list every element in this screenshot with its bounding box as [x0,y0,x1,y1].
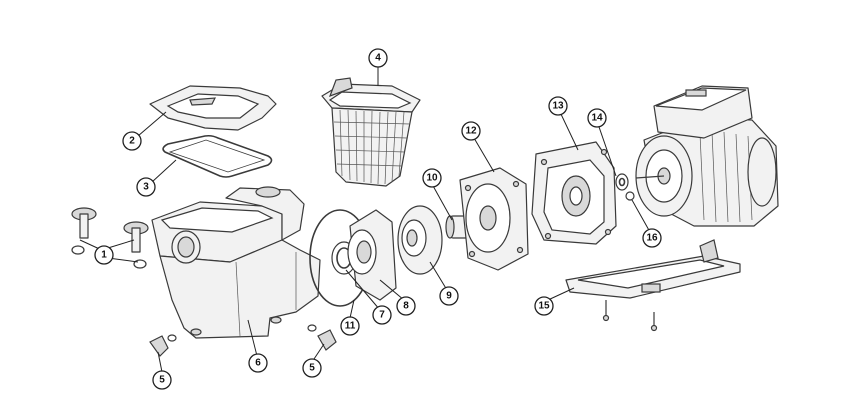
basket-mesh [333,109,411,185]
callout-label: 10 [426,173,438,184]
lid-o-ring [162,134,273,178]
callout-3: 3 [136,177,156,197]
callout-label: 5 [309,363,315,374]
strainer-cover-lid [149,85,277,131]
callout-4: 4 [368,48,388,68]
callout-2: 2 [122,131,142,151]
motor-washer [625,191,635,201]
strainer-basket [321,77,421,187]
callout-label: 3 [143,182,149,193]
callout-1: 1 [94,245,114,265]
motor-adapter [531,141,617,245]
callout-label: 9 [446,291,452,302]
callout-label: 1 [101,250,107,261]
pump-motor [635,85,779,227]
leader-lines [79,66,651,373]
callout-7: 7 [372,305,392,325]
callout-9: 9 [439,286,459,306]
impeller [397,205,443,275]
callout-5-right: 5 [302,358,322,378]
callout-label: 16 [646,233,658,244]
callout-label: 5 [159,375,165,386]
callout-5-left: 5 [152,370,172,390]
diffuser [347,209,397,301]
callout-label: 14 [591,113,603,124]
callout-label: 12 [465,126,477,137]
callout-8: 8 [396,296,416,316]
callout-10: 10 [422,168,442,188]
callout-11: 11 [340,316,360,336]
callout-label: 13 [552,101,564,112]
callout-14: 14 [587,108,607,128]
callout-16: 16 [642,228,662,248]
callout-label: 15 [538,301,550,312]
motor-base [565,239,741,332]
callout-12: 12 [461,121,481,141]
callout-15: 15 [534,296,554,316]
strainer-housing [151,186,321,339]
water-slinger [615,173,629,191]
callout-label: 4 [375,53,381,64]
callout-6: 6 [248,353,268,373]
callout-label: 8 [403,301,409,312]
callout-label: 6 [255,358,261,369]
seal-plate [459,167,529,271]
callout-13: 13 [548,96,568,116]
callout-label: 7 [379,310,385,321]
callout-label: 11 [345,321,356,332]
drain-plugs-upper [71,207,149,269]
callout-label: 2 [129,136,135,147]
